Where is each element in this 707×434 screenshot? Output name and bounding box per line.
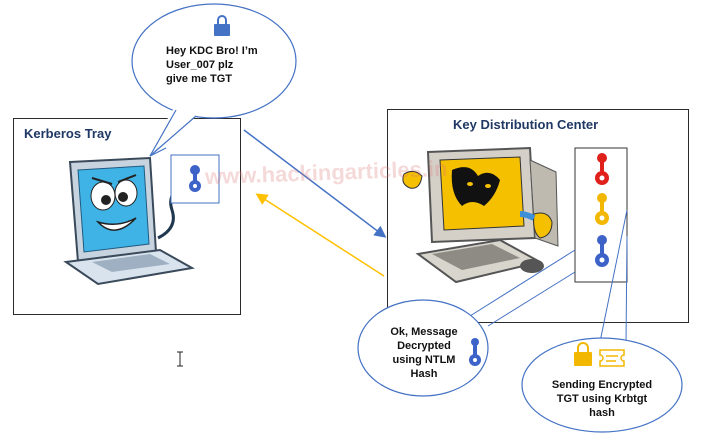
request-arrow bbox=[243, 129, 387, 238]
bubble-user-text: Hey KDC Bro! I’m User_007 plz give me TG… bbox=[166, 44, 258, 86]
bubble-decrypt bbox=[357, 299, 489, 397]
bubble-decrypt-line-3: using NTLM bbox=[392, 354, 456, 366]
computer-icon bbox=[402, 146, 559, 284]
ticket-icon bbox=[599, 349, 625, 367]
lock-icon-orange bbox=[574, 342, 592, 366]
blue-key-icon-left bbox=[189, 165, 201, 192]
lock-icon-blue bbox=[214, 15, 230, 36]
bubble-user-line-1: Hey KDC Bro! I’m bbox=[166, 45, 258, 57]
bubble-user-line-3: give me TGT bbox=[166, 73, 233, 85]
bubble-decrypt-line-1: Ok, Message bbox=[390, 326, 458, 338]
kerberos-tray-title: Kerberos Tray bbox=[24, 126, 112, 141]
bubble-user bbox=[131, 3, 297, 119]
text-cursor-icon bbox=[177, 351, 183, 367]
blue-key-icon-bubble bbox=[469, 338, 481, 366]
response-arrow bbox=[255, 193, 385, 277]
bubble-decrypt-line-4: Hash bbox=[410, 368, 438, 380]
bubble-tgt bbox=[521, 337, 683, 433]
bubble-tgt-line-3: hash bbox=[589, 407, 615, 419]
bubble-decrypt-text: Ok, Message Decrypted using NTLM Hash bbox=[386, 325, 462, 381]
bubble-decrypt-line-2: Decrypted bbox=[397, 340, 451, 352]
kdc-title: Key Distribution Center bbox=[453, 117, 599, 132]
bubble-tgt-text: Sending Encrypted TGT using Krbtgt hash bbox=[540, 378, 664, 420]
blue-key-icon-kdc bbox=[595, 235, 609, 267]
laptop-icon bbox=[63, 156, 195, 286]
orange-key-icon bbox=[595, 193, 609, 225]
bubble-tgt-line-2: TGT using Krbtgt bbox=[556, 393, 648, 405]
bubble-tgt-line-1: Sending Encrypted bbox=[551, 379, 653, 391]
bubble-user-line-2: User_007 plz bbox=[166, 59, 234, 71]
red-key-icon bbox=[595, 153, 609, 185]
